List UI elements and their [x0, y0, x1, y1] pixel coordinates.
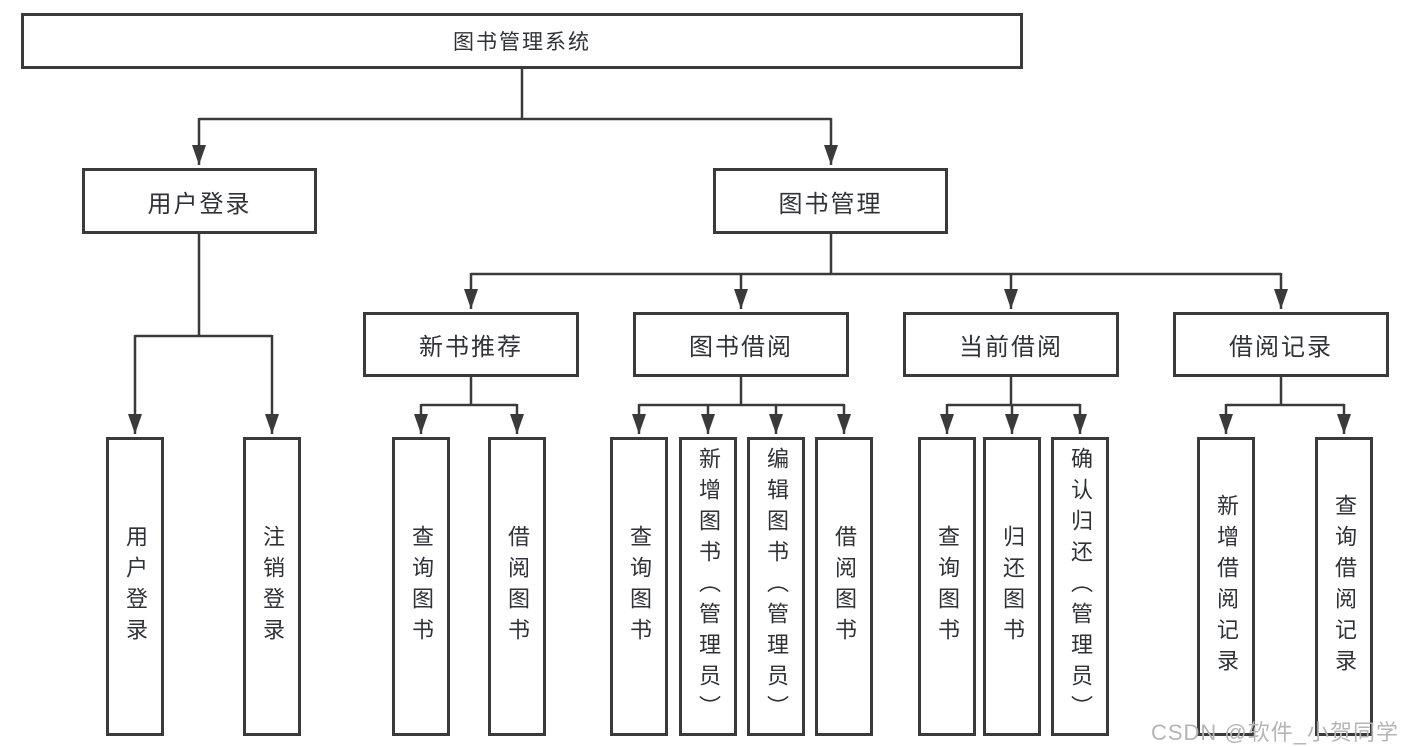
node-current-borrow-label: 当前借阅: [959, 334, 1063, 361]
leaf-logout-label: 注销登录: [260, 524, 285, 649]
node-book-management-label: 图书管理: [778, 190, 883, 218]
node-borrow-records: 借阅记录: [1173, 312, 1389, 377]
node-root: 图书管理系统: [21, 13, 1023, 69]
leaf-borrow-books-recommend-label: 借阅图书: [505, 524, 530, 649]
leaf-query-books-recommend: 查询图书: [392, 437, 450, 736]
node-book-borrow: 图书借阅: [633, 312, 849, 377]
leaf-query-books-recommend-label: 查询图书: [409, 524, 434, 649]
node-user-login-label: 用户登录: [147, 190, 252, 218]
node-book-borrow-label: 图书借阅: [689, 334, 793, 361]
leaf-add-book-admin-label: 新增图书（管理员）: [696, 447, 721, 726]
leaf-query-books-borrow: 查询图书: [610, 437, 668, 736]
leaf-query-books-current-label: 查询图书: [935, 524, 960, 649]
leaf-add-borrow-record: 新增借阅记录: [1197, 437, 1255, 736]
leaf-edit-book-admin-label: 编辑图书（管理员）: [764, 447, 789, 726]
leaf-borrow-books: 借阅图书: [815, 437, 873, 736]
node-new-book-recommend-label: 新书推荐: [419, 334, 523, 361]
leaf-query-borrow-record: 查询借阅记录: [1315, 437, 1373, 736]
leaf-query-borrow-record-label: 查询借阅记录: [1332, 493, 1357, 680]
leaf-user-login: 用户登录: [106, 437, 164, 736]
leaf-add-book-admin: 新增图书（管理员）: [679, 437, 737, 736]
node-user-login: 用户登录: [82, 168, 317, 234]
leaf-edit-book-admin: 编辑图书（管理员）: [747, 437, 805, 736]
node-new-book-recommend: 新书推荐: [363, 312, 579, 377]
leaf-borrow-books-label: 借阅图书: [832, 524, 857, 649]
node-root-label: 图书管理系统: [453, 31, 591, 54]
leaf-add-borrow-record-label: 新增借阅记录: [1214, 493, 1239, 680]
leaf-logout: 注销登录: [243, 437, 301, 736]
leaf-user-login-label: 用户登录: [123, 524, 148, 649]
leaf-borrow-books-recommend: 借阅图书: [488, 437, 546, 736]
node-current-borrow: 当前借阅: [903, 312, 1119, 377]
leaf-return-book-label: 归还图书: [1000, 524, 1025, 649]
leaf-confirm-return-admin: 确认归还（管理员）: [1051, 437, 1109, 736]
node-book-management: 图书管理: [713, 168, 948, 234]
leaf-query-books-current: 查询图书: [918, 437, 976, 736]
leaf-return-book: 归还图书: [983, 437, 1041, 736]
leaf-query-books-borrow-label: 查询图书: [627, 524, 652, 649]
watermark: CSDN @软件_小贺同学: [1150, 720, 1399, 745]
node-borrow-records-label: 借阅记录: [1229, 334, 1333, 361]
leaf-confirm-return-admin-label: 确认归还（管理员）: [1068, 447, 1093, 726]
